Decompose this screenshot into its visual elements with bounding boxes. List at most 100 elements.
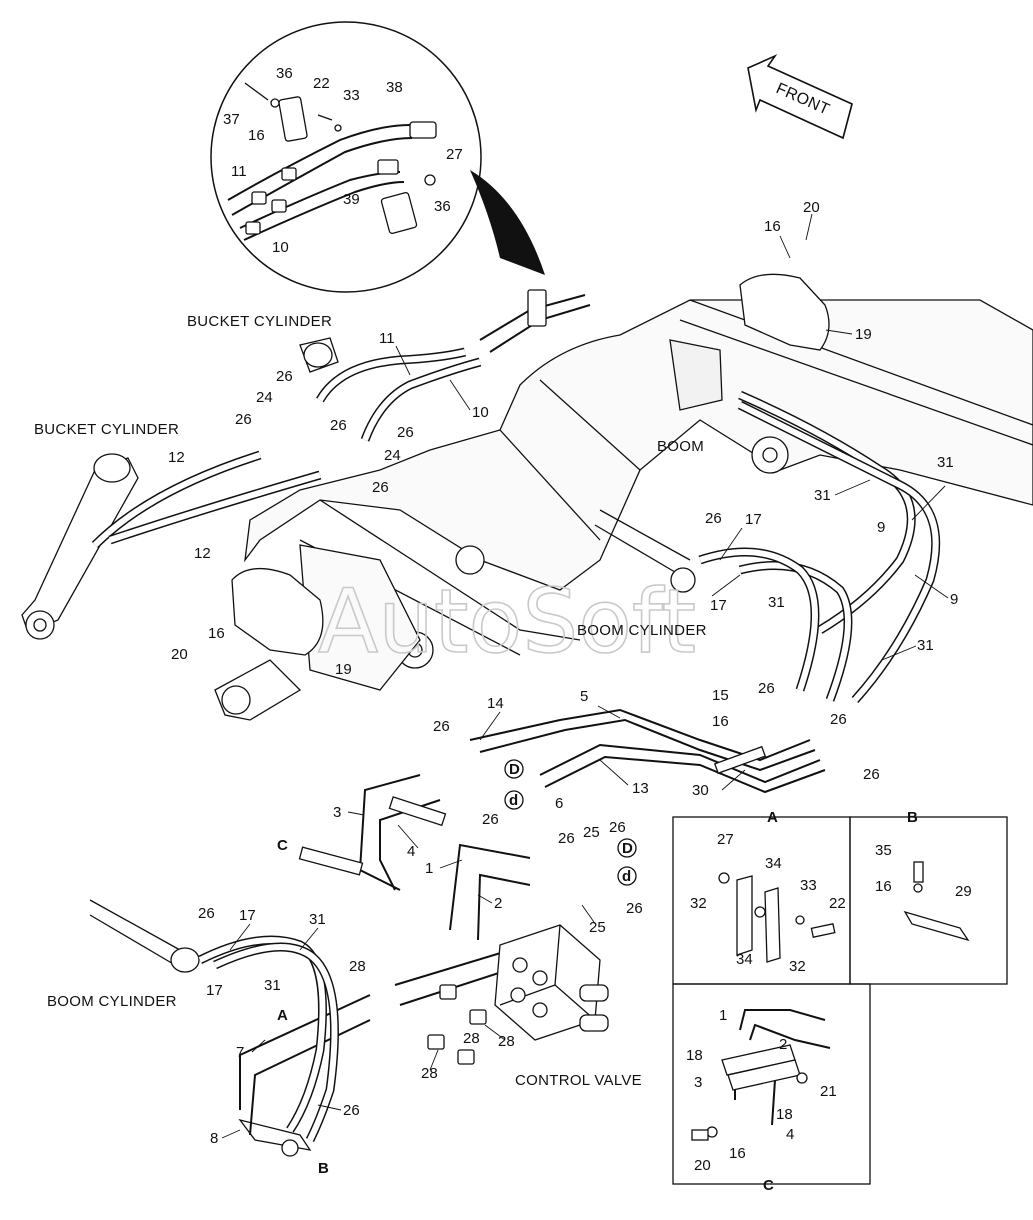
boom-hoses-right <box>594 390 941 704</box>
callout: 16 <box>712 713 729 730</box>
front-arrow: FRONT <box>747 54 853 140</box>
callout: 31 <box>309 911 326 928</box>
callout: 15 <box>712 687 729 704</box>
callout: 26 <box>343 1102 360 1119</box>
callout: 6 <box>555 795 563 812</box>
control-valve <box>427 924 609 1065</box>
detail-box-C <box>672 983 871 1185</box>
caption-boom-cylinder-left: BOOM CYLINDER <box>47 993 177 1010</box>
callout: 3 <box>333 804 341 821</box>
detail-C-callout-2: 2 <box>779 1036 787 1053</box>
callout: 26 <box>482 811 499 828</box>
leader-lines <box>221 213 949 1139</box>
callout: 20 <box>171 646 188 663</box>
detail-C-callout-4: 4 <box>786 1126 794 1143</box>
callout: 13 <box>632 780 649 797</box>
callout: 5 <box>580 688 588 705</box>
callout: 4 <box>407 843 415 860</box>
callout: 26 <box>372 479 389 496</box>
detail-A-callout-32a: 32 <box>690 895 707 912</box>
detail-C-callout-16: 16 <box>729 1145 746 1162</box>
callout: 25 <box>583 824 600 841</box>
callout: 17 <box>745 511 762 528</box>
caption-boom: BOOM <box>657 438 704 455</box>
detail-A-callout-22: 22 <box>829 895 846 912</box>
callout: 26 <box>397 424 414 441</box>
inset-callout-22: 22 <box>313 75 330 92</box>
callout: 26 <box>758 680 775 697</box>
callout: 31 <box>814 487 831 504</box>
marker-D-upper: D <box>509 761 520 778</box>
callout: 17 <box>710 597 727 614</box>
inset-callout-27: 27 <box>446 146 463 163</box>
callout-labels: 20 16 19 11 10 26 24 26 26 26 24 26 12 1… <box>168 199 958 1147</box>
boom-cylinder-lower <box>89 899 339 1157</box>
detail-A-callout-27: 27 <box>717 831 734 848</box>
callout: 14 <box>487 695 504 712</box>
detail-B-callout-35: 35 <box>875 842 892 859</box>
callout: 19 <box>335 661 352 678</box>
callout: 26 <box>276 368 293 385</box>
callout: 8 <box>210 1130 218 1147</box>
callout: 26 <box>609 819 626 836</box>
callout: 9 <box>950 591 958 608</box>
detail-box-B <box>849 816 1008 985</box>
detail-title-C: C <box>763 1177 774 1194</box>
callout: 12 <box>168 449 185 466</box>
marker-d-upper: d <box>509 792 518 809</box>
inset-callout-16: 16 <box>248 127 265 144</box>
inset-detail: 36 22 33 38 37 16 27 11 39 36 10 <box>210 21 545 293</box>
detail-C-callout-18a: 18 <box>686 1047 703 1064</box>
callout: 17 <box>239 907 256 924</box>
caption-bucket-cylinder-top: BUCKET CYLINDER <box>187 313 332 330</box>
callout: 26 <box>626 900 643 917</box>
callout: 26 <box>705 510 722 527</box>
caption-bucket-cylinder-left: BUCKET CYLINDER <box>34 421 179 438</box>
detail-A-callout-34b: 34 <box>736 951 753 968</box>
view-marker-A: A <box>277 1007 288 1024</box>
callout: 16 <box>764 218 781 235</box>
marker-d-lower: d <box>622 868 631 885</box>
callout: 26 <box>558 830 575 847</box>
callout: 10 <box>472 404 489 421</box>
callout: 26 <box>235 411 252 428</box>
detail-B-callout-16: 16 <box>875 878 892 895</box>
inset-callout-37: 37 <box>223 111 240 128</box>
connection-markers: D d D d <box>504 759 637 886</box>
inset-callout-38: 38 <box>386 79 403 96</box>
inset-callout-33: 33 <box>343 87 360 104</box>
callout: 26 <box>198 905 215 922</box>
callout: 19 <box>855 326 872 343</box>
detail-title-B: B <box>907 809 918 826</box>
callout: 28 <box>421 1065 438 1082</box>
bucket-hoses <box>91 289 591 549</box>
callout: 26 <box>330 417 347 434</box>
callout: 17 <box>206 982 223 999</box>
callout: 31 <box>937 454 954 471</box>
callout: 26 <box>830 711 847 728</box>
detail-B-callout-29: 29 <box>955 883 972 900</box>
watermark: AutoSoft <box>318 570 696 673</box>
detail-title-A: A <box>767 809 778 826</box>
callout: 30 <box>692 782 709 799</box>
callout: 20 <box>803 199 820 216</box>
inset-callout-11: 11 <box>231 163 247 180</box>
bucket-cylinder <box>21 337 339 640</box>
callout: 2 <box>494 895 502 912</box>
detail-C-callout-3: 3 <box>694 1074 702 1091</box>
callout: 28 <box>349 958 366 975</box>
callout: 9 <box>877 519 885 536</box>
boom-structure <box>214 273 1033 721</box>
detail-A-callout-32b: 32 <box>789 958 806 975</box>
callout: 25 <box>589 919 606 936</box>
view-marker-C: C <box>277 837 288 854</box>
callout: 24 <box>384 447 401 464</box>
callout: 1 <box>425 860 433 877</box>
inset-callout-39: 39 <box>343 191 360 208</box>
detail-A-callout-33: 33 <box>800 877 817 894</box>
inset-callout-36b: 36 <box>434 198 451 215</box>
callout: 12 <box>194 545 211 562</box>
detail-C-callout-18b: 18 <box>776 1106 793 1123</box>
callout: 31 <box>264 977 281 994</box>
